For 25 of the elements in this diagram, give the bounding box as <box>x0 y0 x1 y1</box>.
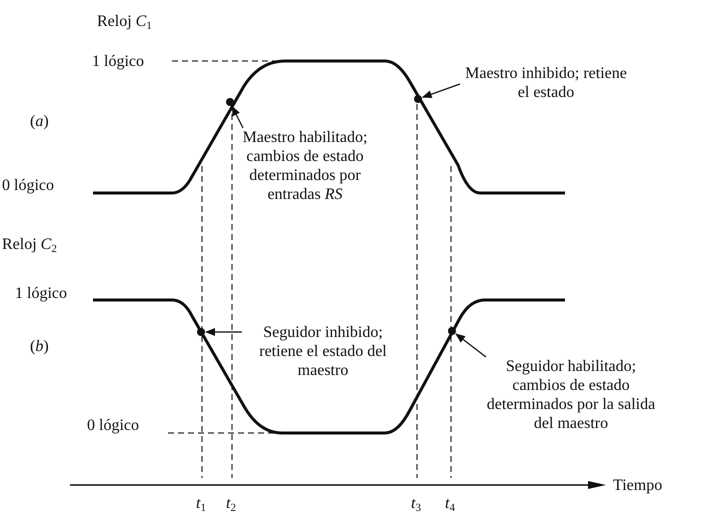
time-label: t$_{3}$ <box>411 494 421 516</box>
dot-marker <box>448 327 456 335</box>
panel-label: (a) <box>30 112 49 131</box>
dot-marker <box>197 328 205 336</box>
time-label: t$_{4}$ <box>445 494 455 516</box>
level-label: 1 lógico <box>92 52 144 71</box>
dot-marker <box>414 95 422 103</box>
level-label: 0 lógico <box>87 416 139 435</box>
axis-label: Tiempo <box>613 476 662 495</box>
leader-arrow <box>455 333 486 358</box>
leader-arrow <box>205 328 242 336</box>
annotation-text: Seguidor habilitado; cambios de estado determinados por la salida del maestro <box>486 357 656 433</box>
annotation-text: Seguidor inhibido; retiene el estado del maestro <box>258 323 388 380</box>
leader-arrow <box>232 106 244 128</box>
axis-label: Reloj C$_{1}$ <box>97 12 152 34</box>
time-label: t$_{2}$ <box>226 494 236 516</box>
level-label: 1 lógico <box>15 284 67 303</box>
annotation-text: Maestro inhibido; retiene el estado <box>464 64 628 102</box>
axis-label: Reloj C$_{2}$ <box>2 235 57 257</box>
dot-marker <box>226 98 234 106</box>
level-label: 0 lógico <box>2 176 54 195</box>
time-label: t$_{1}$ <box>196 494 206 516</box>
annotation-text: Maestro habilitado; cambios de estado determinados por entradas RS <box>242 128 368 204</box>
panel-label: (b) <box>30 337 49 356</box>
leader-arrow <box>422 83 460 98</box>
